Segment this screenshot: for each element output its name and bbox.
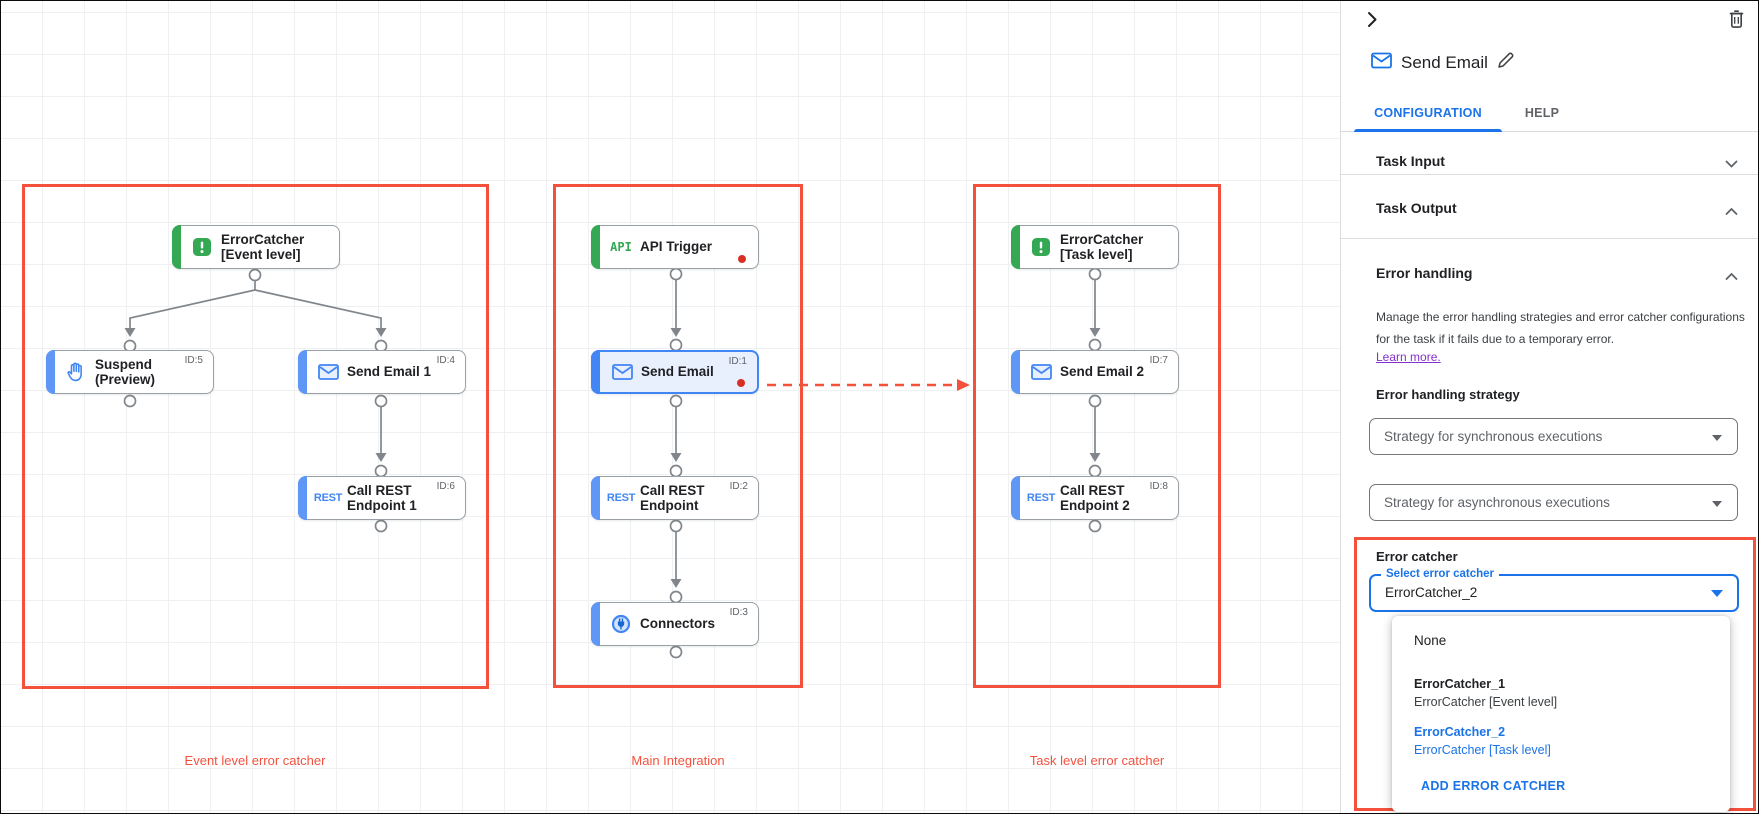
email-icon (1371, 52, 1392, 74)
node-id-badge: ID:4 (436, 355, 455, 366)
node-accent-bar (591, 476, 600, 520)
node-accent-bar (1011, 350, 1020, 394)
sync-strategy-dropdown[interactable]: Strategy for synchronous executions (1369, 418, 1738, 455)
section-error-handling[interactable]: Error handling (1376, 265, 1473, 281)
divider (1341, 238, 1758, 239)
hand-icon (61, 362, 91, 382)
node-label: Send Email 2 (1060, 364, 1145, 380)
connectors-node[interactable]: Connectors ID:3 (591, 602, 759, 646)
node-id-badge: ID:7 (1149, 355, 1168, 366)
active-tab-underline (1354, 129, 1502, 132)
api-trigger-node[interactable]: API API Trigger (591, 225, 759, 269)
async-strategy-dropdown[interactable]: Strategy for asynchronous executions (1369, 484, 1738, 521)
delete-task-icon[interactable] (1729, 10, 1744, 34)
section-task-output[interactable]: Task Output (1376, 200, 1457, 216)
error-catcher-event-node[interactable]: ErrorCatcher[Event level] (172, 225, 340, 269)
node-label: ErrorCatcher[Task level] (1060, 231, 1144, 263)
caret-down-icon (1712, 435, 1722, 441)
send-email-1-node[interactable]: Send Email 1 ID:4 (298, 350, 466, 394)
annotation-label-task-level: Task level error catcher (1029, 753, 1165, 768)
error-catcher-label: Error catcher (1376, 549, 1458, 564)
node-accent-bar (591, 602, 600, 646)
section-task-input[interactable]: Task Input (1376, 153, 1445, 169)
annotation-box-event-level (22, 184, 489, 689)
error-dot (738, 255, 746, 263)
suspend-node[interactable]: Suspend(Preview) ID:5 (46, 350, 214, 394)
error-catcher-task-node[interactable]: ErrorCatcher[Task level] (1011, 225, 1179, 269)
collapse-panel-icon[interactable] (1367, 11, 1378, 33)
node-label: ErrorCatcher[Event level] (221, 231, 305, 263)
annotation-label-event-level: Event level error catcher (184, 753, 326, 768)
node-accent-bar (1011, 225, 1020, 269)
error-catcher-icon (1026, 237, 1056, 257)
node-accent-bar (298, 476, 307, 520)
rest-icon: REST (313, 492, 343, 504)
select-error-catcher-field[interactable]: Select error catcher ErrorCatcher_2 (1369, 568, 1739, 612)
node-label: Suspend(Preview) (95, 356, 156, 388)
annotation-box-task-level (973, 184, 1221, 688)
error-dot (737, 379, 745, 387)
node-accent-bar (1011, 476, 1020, 520)
email-icon (607, 364, 637, 380)
node-id-badge: ID:3 (729, 607, 748, 618)
chevron-up-icon[interactable] (1725, 268, 1738, 286)
node-id-badge: ID:1 (728, 356, 747, 367)
node-label: Send Email (641, 364, 714, 380)
caret-down-icon (1711, 590, 1723, 597)
add-error-catcher-button[interactable]: ADD ERROR CATCHER (1421, 779, 1566, 793)
caret-down-icon (1712, 501, 1722, 507)
menu-option-none[interactable]: None (1414, 633, 1447, 648)
email-icon (1026, 364, 1056, 380)
menu-option-errorcatcher-1[interactable]: ErrorCatcher_1 ErrorCatcher [Event level… (1414, 677, 1558, 709)
node-accent-bar (298, 350, 307, 394)
error-catcher-menu: None ErrorCatcher_1 ErrorCatcher [Event … (1392, 616, 1730, 812)
tab-help[interactable]: HELP (1524, 106, 1560, 120)
chevron-up-icon[interactable] (1725, 203, 1738, 221)
chevron-down-icon[interactable] (1725, 156, 1738, 174)
annotation-label-main-integration: Main Integration (631, 753, 725, 768)
tab-configuration[interactable]: CONFIGURATION (1354, 94, 1502, 132)
node-id-badge: ID:2 (729, 481, 748, 492)
node-accent-bar (591, 225, 600, 269)
rest-icon: REST (1026, 492, 1056, 504)
node-accent-bar (591, 350, 600, 394)
annotation-box-main-integration (553, 184, 803, 688)
select-value: ErrorCatcher_2 (1385, 585, 1478, 600)
node-id-badge: ID:6 (436, 481, 455, 492)
select-floating-label: Select error catcher (1381, 568, 1500, 580)
send-email-node[interactable]: Send Email ID:1 (591, 350, 759, 394)
node-label: API Trigger (640, 239, 713, 255)
node-id-badge: ID:5 (184, 355, 203, 366)
node-label: Send Email 1 (347, 364, 432, 380)
error-catcher-icon (187, 237, 217, 257)
node-id-badge: ID:8 (1149, 481, 1168, 492)
api-icon: API (610, 240, 632, 254)
panel-title: Send Email (1401, 52, 1488, 72)
edit-title-icon[interactable] (1497, 51, 1515, 74)
error-handling-strategy-label: Error handling strategy (1376, 387, 1520, 402)
rest-icon: REST (606, 492, 636, 504)
node-accent-bar (172, 225, 181, 269)
learn-more-link[interactable]: Learn more. (1376, 350, 1441, 364)
task-config-panel: Send Email CONFIGURATION HELP Task Input… (1340, 1, 1758, 813)
node-accent-bar (46, 350, 55, 394)
tab-bar: CONFIGURATION HELP (1341, 94, 1758, 132)
node-label: Connectors (640, 616, 716, 632)
send-email-2-node[interactable]: Send Email 2 ID:7 (1011, 350, 1179, 394)
menu-option-errorcatcher-2[interactable]: ErrorCatcher_2 ErrorCatcher [Task level] (1414, 725, 1551, 757)
divider (1341, 174, 1758, 175)
email-icon (313, 364, 343, 380)
integration-canvas[interactable]: Event level error catcher Main Integrati… (1, 1, 1340, 813)
error-handling-description: Manage the error handling strategies and… (1376, 310, 1745, 346)
connectors-icon (606, 614, 636, 634)
